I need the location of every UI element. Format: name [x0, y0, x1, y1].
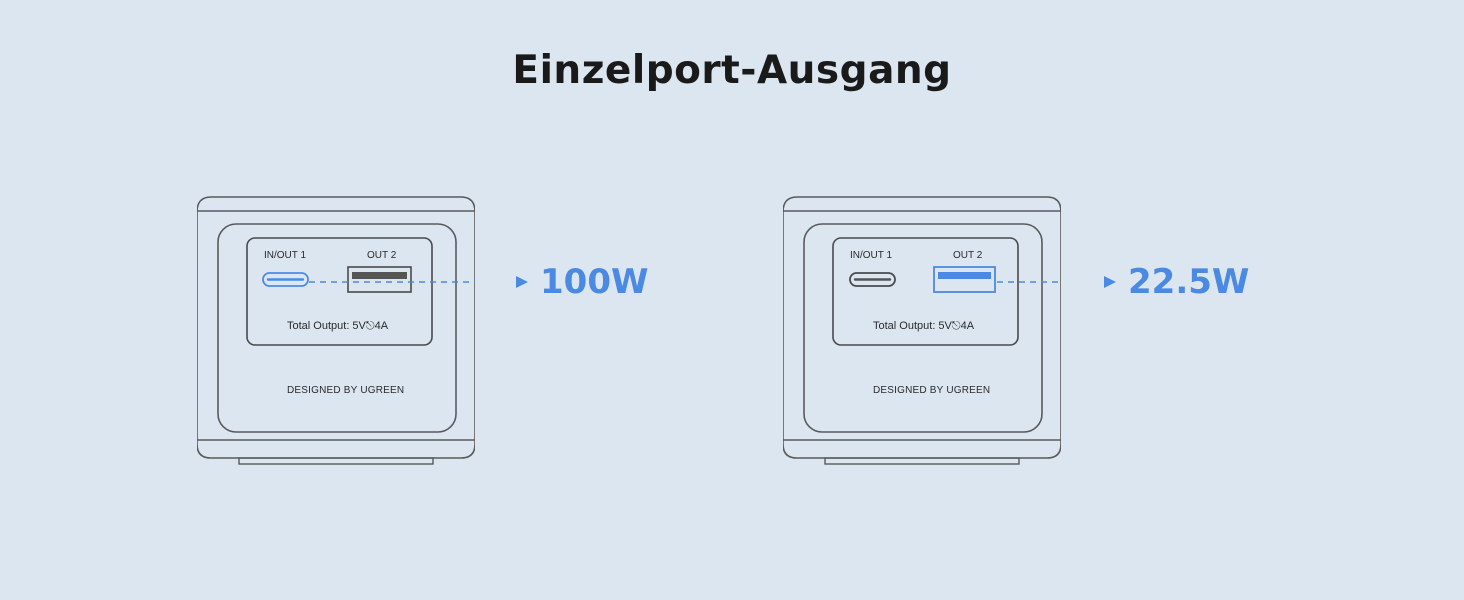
page-title: Einzelport-Ausgang [512, 48, 952, 93]
output-power-1: 100W [540, 262, 649, 302]
charger-outline [197, 196, 475, 465]
port2-label: OUT 2 [367, 250, 397, 261]
port2-label: OUT 2 [953, 250, 983, 261]
usb-c-port [849, 272, 896, 287]
charger-device-2: IN/OUT 1 OUT 2 Total Output: 5V⎋4A DESIG… [783, 196, 1061, 466]
usb-a-port [933, 266, 996, 293]
brand-label: DESIGNED BY UGREEN [287, 385, 405, 396]
total-output-label: Total Output: 5V⎋4A [287, 320, 389, 332]
port1-label: IN/OUT 1 [264, 250, 307, 261]
arrow-head-icon [516, 276, 528, 288]
total-output-label: Total Output: 5V⎋4A [873, 320, 975, 332]
brand-label: DESIGNED BY UGREEN [873, 385, 991, 396]
port1-label: IN/OUT 1 [850, 250, 893, 261]
arrow-head-icon [1104, 276, 1116, 288]
charger-device-1: IN/OUT 1 OUT 2 Total Output: 5V⎋4A DESIG… [197, 196, 475, 466]
output-power-2: 22.5W [1128, 262, 1250, 302]
charger-outline [783, 196, 1061, 465]
usb-a-port [347, 266, 412, 293]
